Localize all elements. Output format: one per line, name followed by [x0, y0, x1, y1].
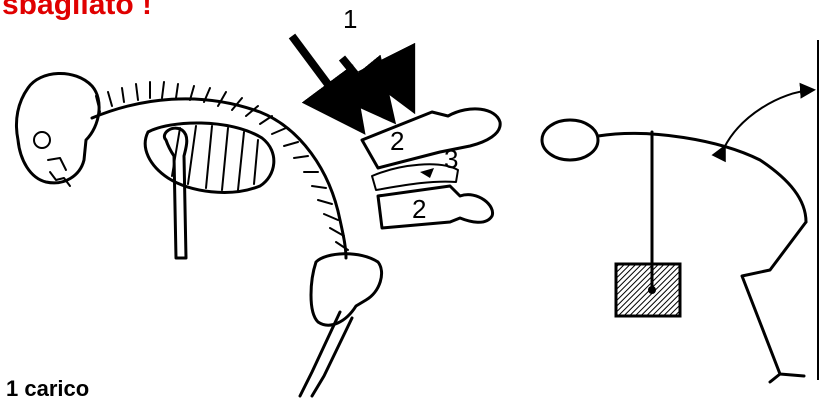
upper-vertebra — [362, 109, 500, 168]
spine-curve — [92, 99, 346, 258]
pelvis — [311, 254, 382, 325]
vertebra-spikes — [96, 82, 348, 250]
disc-nucleus — [420, 168, 434, 178]
angle-arrow — [724, 90, 812, 148]
upper-vertebra-label: 2 — [390, 126, 404, 156]
lower-vertebra — [378, 186, 493, 228]
lower-vertebra-label: 2 — [412, 194, 426, 224]
skull-icon — [16, 73, 99, 186]
figure-back — [598, 133, 806, 222]
vertebra-detail-illustration: 1 2 3 2 — [292, 4, 500, 228]
bent-skeleton-illustration — [16, 73, 381, 396]
hand-grip — [648, 286, 656, 294]
load-arrows — [292, 36, 408, 122]
figure-legs — [742, 222, 806, 382]
figure-head — [542, 120, 598, 160]
load-label: 1 — [343, 4, 357, 34]
stick-figure-illustration — [542, 40, 818, 382]
load-caption: 1 carico — [6, 376, 89, 402]
disc-label: 3 — [444, 144, 458, 174]
upper-arm-bone — [164, 128, 186, 258]
